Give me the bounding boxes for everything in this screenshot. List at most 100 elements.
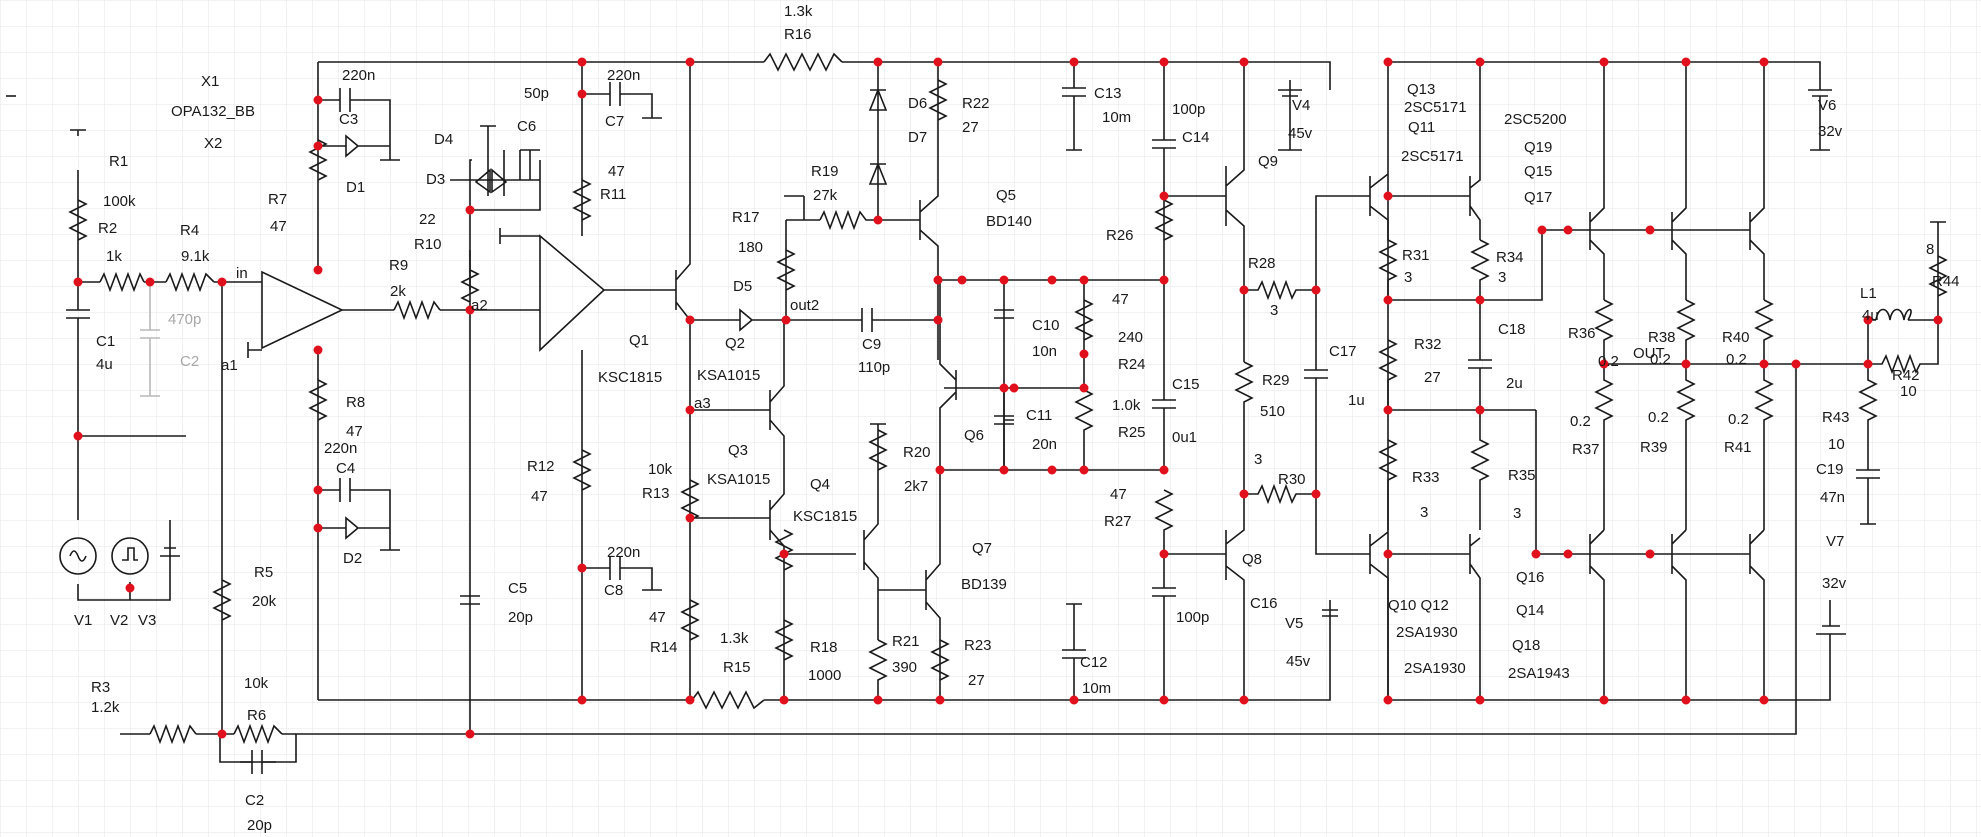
label-c17[interactable]: C17 [1329, 343, 1357, 360]
label-r15v[interactable]: 1.3k [720, 630, 749, 647]
label-r20[interactable]: R20 [903, 444, 931, 461]
label-r17v[interactable]: 180 [738, 239, 764, 256]
label-r38[interactable]: R38 [1648, 329, 1676, 346]
label-c7[interactable]: C7 [605, 113, 625, 130]
label-r8v[interactable]: 47 [346, 423, 363, 440]
label-q18v[interactable]: 2SA1943 [1508, 665, 1570, 682]
label-r11[interactable]: R11 [600, 186, 627, 203]
label-in[interactable]: in [236, 265, 248, 282]
label-r30[interactable]: R30 [1278, 471, 1306, 488]
label-c1[interactable]: C1 [96, 333, 116, 350]
label-r27v[interactable]: 47 [1110, 486, 1127, 503]
label-c9v[interactable]: 110p [858, 359, 891, 376]
label-r43v[interactable]: 10 [1828, 436, 1845, 453]
label-r35v[interactable]: 3 [1513, 505, 1522, 522]
label-l1[interactable]: L1 [1860, 285, 1877, 302]
label-v5[interactable]: V5 [1285, 615, 1304, 632]
label-r43[interactable]: R43 [1822, 409, 1850, 426]
label-r40v[interactable]: 0.2 [1726, 351, 1747, 368]
label-c3v[interactable]: 220n [342, 67, 376, 84]
label-r2[interactable]: R2 [98, 220, 118, 237]
label-r10v[interactable]: 22 [419, 211, 436, 228]
label-r20v[interactable]: 2k7 [904, 478, 929, 495]
label-c14v[interactable]: 100p [1172, 101, 1206, 118]
label-q3[interactable]: Q3 [728, 442, 749, 459]
label-r16v[interactable]: 1.3k [784, 3, 813, 20]
label-a1[interactable]: a1 [221, 357, 238, 374]
label-c19[interactable]: C19 [1816, 461, 1844, 478]
label-c4v[interactable]: 220n [324, 440, 358, 457]
label-q4v[interactable]: KSC1815 [793, 508, 858, 525]
label-r33v[interactable]: 3 [1420, 504, 1429, 521]
label-c3[interactable]: C3 [339, 111, 359, 128]
label-c19v[interactable]: 47n [1820, 489, 1846, 506]
label-c18v[interactable]: 2u [1506, 375, 1523, 392]
label-q16[interactable]: Q16 [1516, 569, 1545, 586]
label-c1v[interactable]: 4u [96, 356, 113, 373]
label-r6v[interactable]: 10k [244, 675, 269, 692]
label-v6[interactable]: V6 [1818, 97, 1837, 114]
label-q2v[interactable]: KSA1015 [697, 367, 761, 384]
label-r29[interactable]: R29 [1262, 372, 1290, 389]
label-r22[interactable]: R22 [962, 95, 990, 112]
label-q7v[interactable]: BD139 [961, 576, 1007, 593]
label-r34v[interactable]: 3 [1498, 269, 1507, 286]
label-r24[interactable]: R24 [1118, 356, 1146, 373]
label-r19[interactable]: R19 [811, 163, 839, 180]
label-q10[interactable]: Q10 Q12 [1388, 597, 1449, 614]
label-r15[interactable]: R15 [723, 659, 751, 676]
label-r32[interactable]: R32 [1414, 336, 1442, 353]
label-v4[interactable]: V4 [1292, 97, 1311, 114]
label-r42[interactable]: R42 [1892, 367, 1920, 384]
label-d1[interactable]: D1 [346, 179, 366, 196]
label-q11[interactable]: Q11 [1408, 119, 1436, 136]
label-r27[interactable]: R27 [1104, 513, 1132, 530]
label-c18[interactable]: C18 [1498, 321, 1526, 338]
label-r1v[interactable]: 100k [103, 193, 136, 210]
label-q5[interactable]: Q5 [996, 187, 1017, 204]
label-r17[interactable]: R17 [732, 209, 760, 226]
label-r30v[interactable]: 3 [1254, 451, 1263, 468]
label-a3[interactable]: a3 [694, 395, 711, 412]
label-v4v[interactable]: 45v [1288, 125, 1313, 142]
label-v7v[interactable]: 32v [1822, 575, 1847, 592]
label-r7v[interactable]: 47 [270, 218, 287, 235]
label-c12v[interactable]: 10m [1082, 680, 1112, 697]
label-c8v[interactable]: 220n [607, 544, 641, 561]
label-r34[interactable]: R34 [1496, 249, 1524, 266]
label-out2[interactable]: out2 [790, 297, 820, 314]
label-c470[interactable]: 470p [168, 311, 202, 328]
label-q8[interactable]: Q8 [1242, 551, 1263, 568]
label-r26[interactable]: R26 [1106, 227, 1134, 244]
label-r32v[interactable]: 27 [1424, 369, 1441, 386]
label-c13[interactable]: C13 [1094, 85, 1122, 102]
label-c11[interactable]: C11 [1026, 407, 1053, 424]
label-r12v[interactable]: 47 [531, 488, 548, 505]
label-q9[interactable]: Q9 [1258, 153, 1279, 170]
label-d2[interactable]: D2 [343, 550, 363, 567]
label-r41v[interactable]: 0.2 [1728, 411, 1749, 428]
label-r42v[interactable]: 10 [1900, 383, 1917, 400]
label-out[interactable]: OUT [1633, 345, 1665, 362]
label-q18[interactable]: Q18 [1512, 637, 1541, 654]
label-c15v[interactable]: 0u1 [1172, 429, 1198, 446]
label-r37[interactable]: R37 [1572, 441, 1600, 458]
label-q13v[interactable]: 2SC5171 [1404, 99, 1467, 116]
label-r18[interactable]: R18 [810, 639, 838, 656]
label-c8[interactable]: C8 [604, 582, 624, 599]
label-c10[interactable]: C10 [1032, 317, 1060, 334]
label-r23[interactable]: R23 [964, 637, 992, 654]
label-r24v[interactable]: 240 [1118, 329, 1144, 346]
label-c14[interactable]: C14 [1182, 129, 1210, 146]
label-r13v[interactable]: 10k [648, 461, 673, 478]
label-r4v[interactable]: 9.1k [181, 248, 210, 265]
label-r23v[interactable]: 27 [968, 672, 985, 689]
label-r13[interactable]: R13 [642, 485, 670, 502]
label-c7v[interactable]: 220n [607, 67, 641, 84]
label-r44[interactable]: R44 [1932, 273, 1960, 290]
label-c2[interactable]: C2 [245, 792, 265, 809]
label-r26v[interactable]: 47 [1112, 291, 1129, 308]
label-q3v[interactable]: KSA1015 [707, 471, 771, 488]
label-c2v[interactable]: 20p [247, 817, 273, 834]
